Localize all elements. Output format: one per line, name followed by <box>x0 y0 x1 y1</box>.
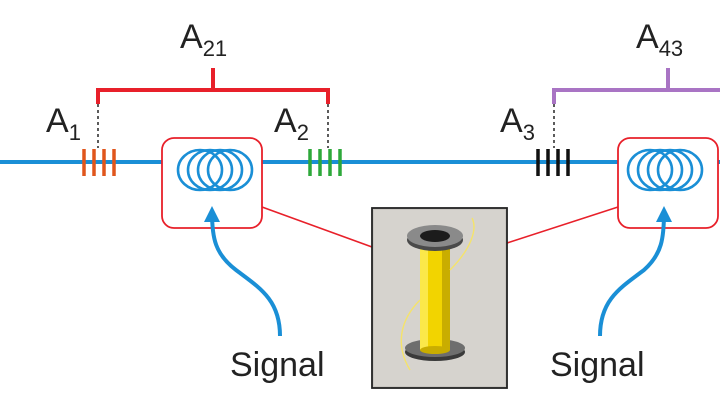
grating-a2 <box>308 149 342 176</box>
grating-a1 <box>82 149 116 176</box>
bracket-a21 <box>96 68 330 104</box>
label-a3: A3 <box>500 102 535 145</box>
photo-connectors <box>261 206 619 248</box>
label-a43: A43 <box>636 18 683 61</box>
grating-a3 <box>536 149 570 176</box>
signal-label-right: Signal <box>550 346 645 384</box>
fiber-coil-icon <box>176 148 254 192</box>
fiber-coil-icon <box>626 148 704 192</box>
sensor-box-right <box>617 137 719 229</box>
signal-label-left: Signal <box>230 346 325 384</box>
label-a2: A2 <box>274 102 309 145</box>
signal-fiber-right <box>598 206 672 337</box>
label-a21: A21 <box>180 18 227 61</box>
sensor-cylinder-photo <box>371 207 508 389</box>
label-a1: A1 <box>46 102 81 145</box>
signal-fiber-left <box>204 206 282 337</box>
bracket-a43 <box>552 68 720 104</box>
dotted-leaders <box>97 104 555 148</box>
